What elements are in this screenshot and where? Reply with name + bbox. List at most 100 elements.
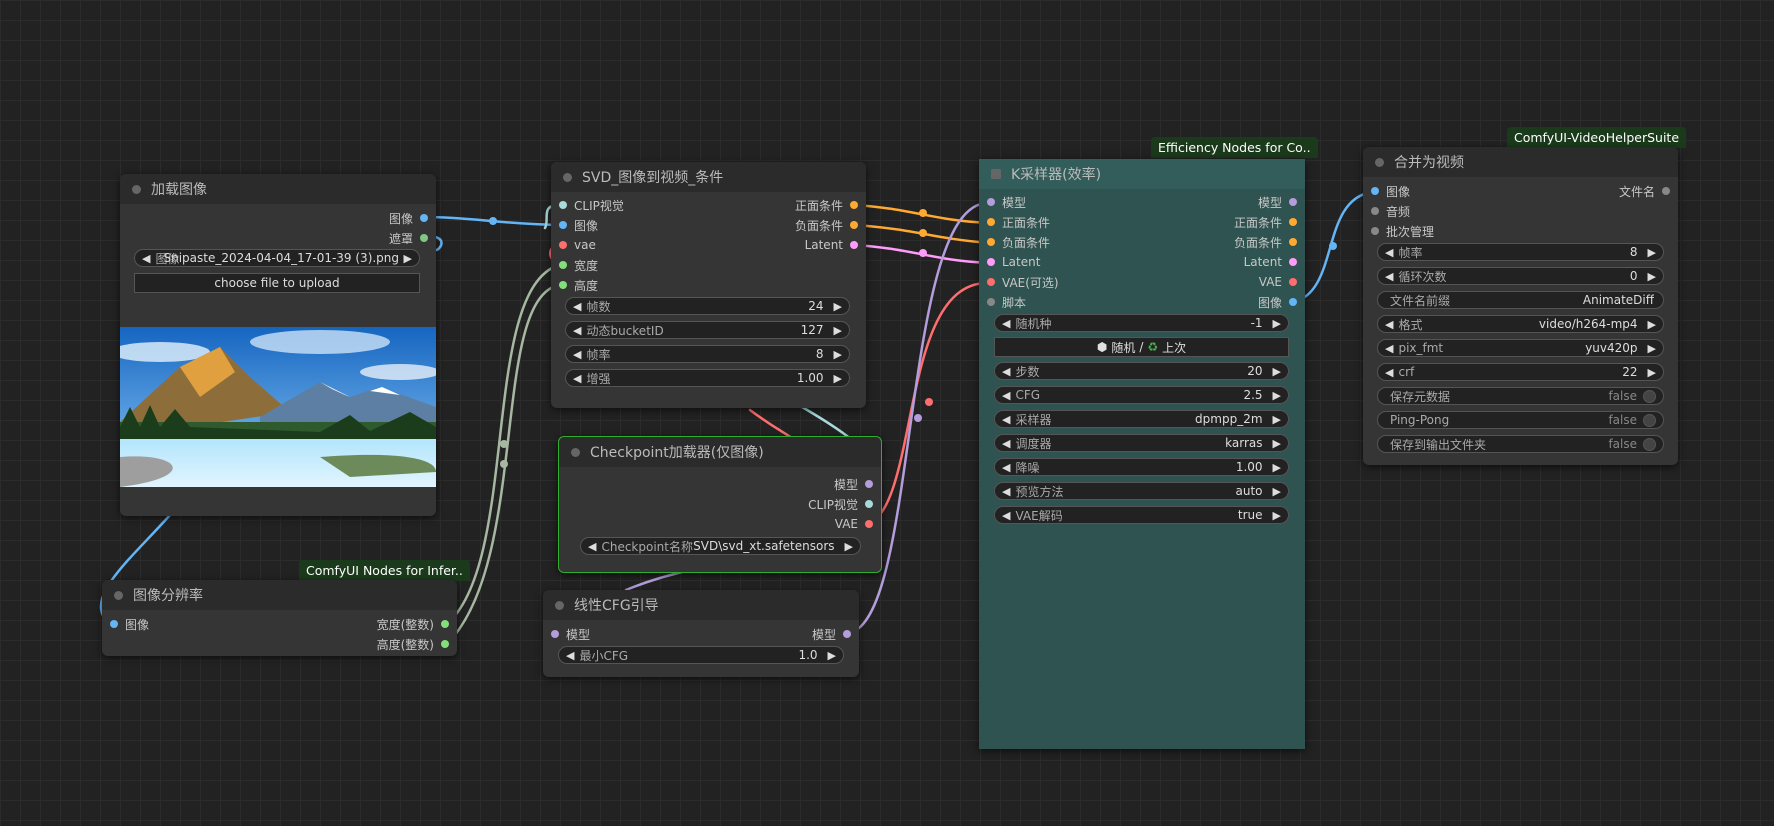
collapse-dot-icon[interactable] [991,169,1001,179]
output-positive[interactable]: 正面条件 [1234,214,1297,230]
arrow-right-icon[interactable]: ▶ [1272,364,1281,378]
arrow-right-icon[interactable]: ▶ [833,347,842,361]
arrow-left-icon[interactable]: ◀ [142,251,151,265]
arrow-left-icon[interactable]: ◀ [1002,460,1011,474]
resolution-title-bar[interactable]: 图像分辨率 [102,580,457,610]
arrow-left-icon[interactable]: ◀ [573,323,582,337]
arrow-right-icon[interactable]: ▶ [1272,436,1281,450]
input-negative[interactable]: 负面条件 [987,234,1050,250]
arrow-left-icon[interactable]: ◀ [573,299,582,313]
input-vae[interactable]: vae [559,237,596,253]
svd-conditioning-node[interactable]: SVD_图像到视频_条件 CLIP视觉 图像 vae 宽度 高度 正面条件 负面… [551,162,866,408]
port-dot-icon[interactable] [110,620,118,628]
port-dot-icon[interactable] [865,520,873,528]
image-select-widget[interactable]: ◀ 图像 Snipaste_2024-04-04_17-01-39 (3).pn… [134,249,420,267]
port-dot-icon[interactable] [1289,298,1297,306]
port-dot-icon[interactable] [1662,187,1670,195]
checkpoint-title-bar[interactable]: Checkpoint加载器(仅图像) [559,437,881,467]
output-positive[interactable]: 正面条件 [795,197,858,213]
arrow-right-icon[interactable]: ▶ [827,648,836,662]
arrow-left-icon[interactable]: ◀ [573,347,582,361]
output-mask[interactable]: 遮罩 [389,230,428,246]
output-latent[interactable]: Latent [1244,254,1297,270]
arrow-right-icon[interactable]: ▶ [1272,316,1281,330]
seed-random-last-button[interactable]: ⬢ 随机 / ♻ 上次 [994,337,1289,357]
image-resolution-node[interactable]: 图像分辨率 图像 宽度(整数) 高度(整数) [102,580,457,656]
port-dot-icon[interactable] [1289,278,1297,286]
port-dot-icon[interactable] [987,258,995,266]
port-dot-icon[interactable] [441,640,449,648]
port-dot-icon[interactable] [865,480,873,488]
input-model[interactable]: 模型 [551,626,590,642]
output-clip-vision[interactable]: CLIP视觉 [808,496,873,512]
input-image[interactable]: 图像 [559,217,598,233]
collapse-dot-icon[interactable] [1375,157,1384,167]
toggle-knob-icon[interactable] [1643,413,1656,427]
port-dot-icon[interactable] [559,221,567,229]
output-filename[interactable]: 文件名 [1619,183,1670,199]
arrow-right-icon[interactable]: ▶ [833,323,842,337]
input-image[interactable]: 图像 [1371,183,1410,199]
arrow-right-icon[interactable]: ▶ [1647,245,1656,259]
input-positive[interactable]: 正面条件 [987,214,1050,230]
arrow-right-icon[interactable]: ▶ [1272,412,1281,426]
arrow-right-icon[interactable]: ▶ [1272,484,1281,498]
upload-button[interactable]: choose file to upload [134,273,420,293]
input-model[interactable]: 模型 [987,194,1026,210]
ksampler-efficient-node[interactable]: K采样器(效率) 模型 正面条件 负面条件 Latent VAE(可选) 脚本 … [979,159,1305,749]
arrow-left-icon[interactable]: ◀ [1002,508,1011,522]
output-model[interactable]: 模型 [834,476,873,492]
output-negative[interactable]: 负面条件 [795,217,858,233]
arrow-left-icon[interactable]: ◀ [1002,388,1011,402]
input-audio[interactable]: 音频 [1371,203,1410,219]
arrow-right-icon[interactable]: ▶ [1647,341,1656,355]
output-vae[interactable]: VAE [835,516,873,532]
port-dot-icon[interactable] [441,620,449,628]
port-dot-icon[interactable] [420,234,428,242]
port-dot-icon[interactable] [987,238,995,246]
output-width[interactable]: 宽度(整数) [377,616,449,632]
output-image[interactable]: 图像 [1258,294,1297,310]
arrow-left-icon[interactable]: ◀ [566,648,575,662]
port-dot-icon[interactable] [559,281,567,289]
arrow-left-icon[interactable]: ◀ [1002,436,1011,450]
toggle-knob-icon[interactable] [1643,437,1656,451]
collapse-dot-icon[interactable] [571,447,580,457]
arrow-left-icon[interactable]: ◀ [1385,365,1394,379]
input-clip-vision[interactable]: CLIP视觉 [559,197,624,213]
port-dot-icon[interactable] [551,630,559,638]
port-dot-icon[interactable] [987,218,995,226]
port-dot-icon[interactable] [1289,258,1297,266]
port-dot-icon[interactable] [1371,227,1379,235]
port-dot-icon[interactable] [987,198,995,206]
port-dot-icon[interactable] [559,261,567,269]
collapse-dot-icon[interactable] [132,184,141,194]
input-width[interactable]: 宽度 [559,257,598,273]
svd-title-bar[interactable]: SVD_图像到视频_条件 [551,162,866,192]
load-image-node[interactable]: 加载图像 图像 遮罩 ◀ 图像 Snipaste_2024-04-04_17-0… [120,174,436,516]
arrow-left-icon[interactable]: ◀ [1385,317,1394,331]
port-dot-icon[interactable] [1289,238,1297,246]
toggle-knob-icon[interactable] [1643,389,1656,403]
output-vae[interactable]: VAE [1259,274,1297,290]
output-latent[interactable]: Latent [805,237,858,253]
input-latent[interactable]: Latent [987,254,1040,270]
port-dot-icon[interactable] [987,278,995,286]
